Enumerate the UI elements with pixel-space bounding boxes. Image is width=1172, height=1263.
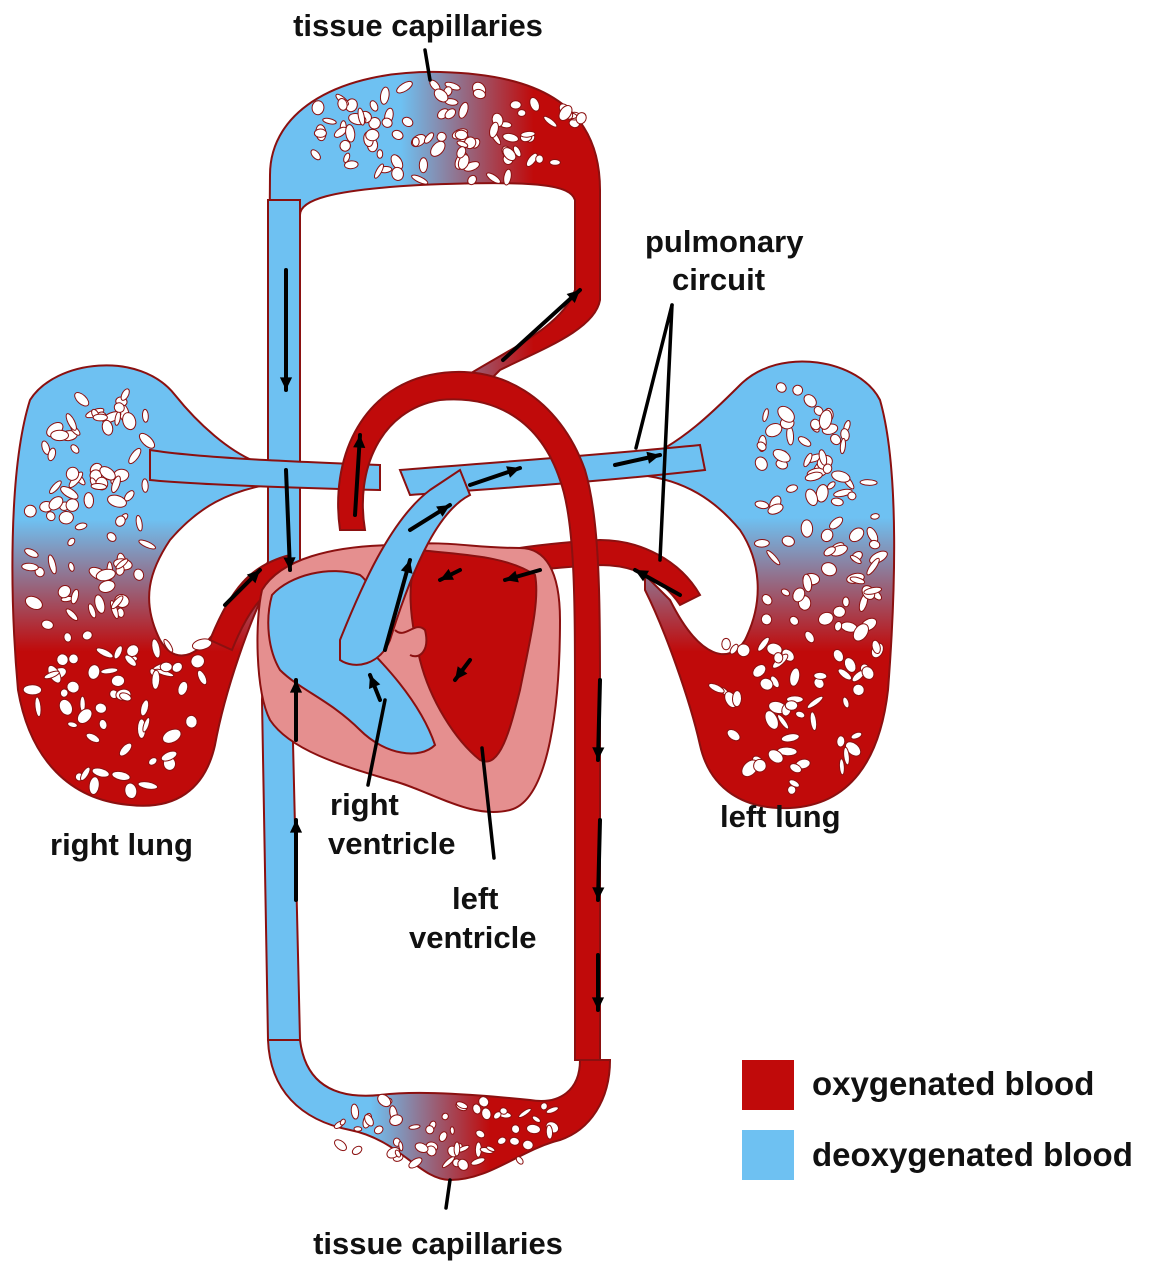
label-right-ventricle-1: right <box>330 787 399 822</box>
capillary-gap <box>535 155 543 164</box>
capillary-gap <box>412 137 419 146</box>
label-right-ventricle-2: ventricle <box>328 826 456 861</box>
legend-swatch-oxygenated <box>742 1060 794 1110</box>
right-lung-capillaries <box>12 365 270 805</box>
capillary-gap <box>870 513 879 520</box>
capillary-gap <box>722 638 731 649</box>
capillary-gap <box>842 597 849 607</box>
legend-label-deoxygenated: deoxygenated blood <box>812 1136 1133 1173</box>
capillary-gap <box>454 1142 460 1156</box>
label-left-lung: left lung <box>720 799 841 834</box>
label-left-ventricle-2: ventricle <box>409 920 537 955</box>
capillary-gap <box>68 654 78 664</box>
legend-swatch-deoxygenated <box>742 1130 794 1180</box>
capillary-gap <box>24 505 36 517</box>
capillary-gap <box>732 690 742 706</box>
capillary-gap <box>814 672 828 680</box>
capillary-gap <box>419 158 427 173</box>
capillary-gap <box>351 1145 364 1157</box>
legend-label-oxygenated: oxygenated blood <box>812 1065 1094 1102</box>
label-left-ventricle-1: left <box>452 881 499 916</box>
label-pulmonary: pulmonary <box>645 224 804 259</box>
capillary-gap <box>111 675 125 687</box>
legend: oxygenated blood deoxygenated blood <box>742 1060 1133 1180</box>
label-right-lung: right lung <box>50 827 193 862</box>
capillary-gap <box>23 685 42 696</box>
capillary-gap <box>84 492 94 508</box>
capillary-gap <box>860 479 877 485</box>
capillary-gap <box>142 479 149 493</box>
capillary-gap <box>801 520 813 538</box>
label-circuit: circuit <box>672 262 765 297</box>
capillary-gap <box>450 1127 455 1135</box>
capillary-gap <box>91 483 107 490</box>
leader-bottom-capillaries <box>446 1180 450 1208</box>
label-tissue-capillaries-top: tissue capillaries <box>293 8 543 43</box>
capillary-gap <box>550 159 561 165</box>
capillary-gap <box>160 662 172 672</box>
capillary-gap <box>142 409 149 422</box>
capillary-gap <box>785 701 798 711</box>
capillary-gap <box>517 109 526 116</box>
capillary-gap <box>377 150 383 159</box>
capillary-gap <box>754 539 769 547</box>
capillary-gap <box>833 606 846 618</box>
capillary-gap <box>836 735 845 747</box>
capillary-gap <box>314 129 326 138</box>
capillary-gap <box>510 101 521 109</box>
capillary-gap <box>774 652 784 663</box>
capillary-gap <box>333 1138 349 1153</box>
capillary-gap <box>51 430 69 440</box>
capillary-gap <box>754 759 767 772</box>
bottom-tissue-capillaries <box>268 1040 610 1180</box>
capillary-gap <box>354 1127 362 1132</box>
capillary-gap <box>93 414 107 421</box>
label-tissue-capillaries-bottom: tissue capillaries <box>313 1226 563 1261</box>
